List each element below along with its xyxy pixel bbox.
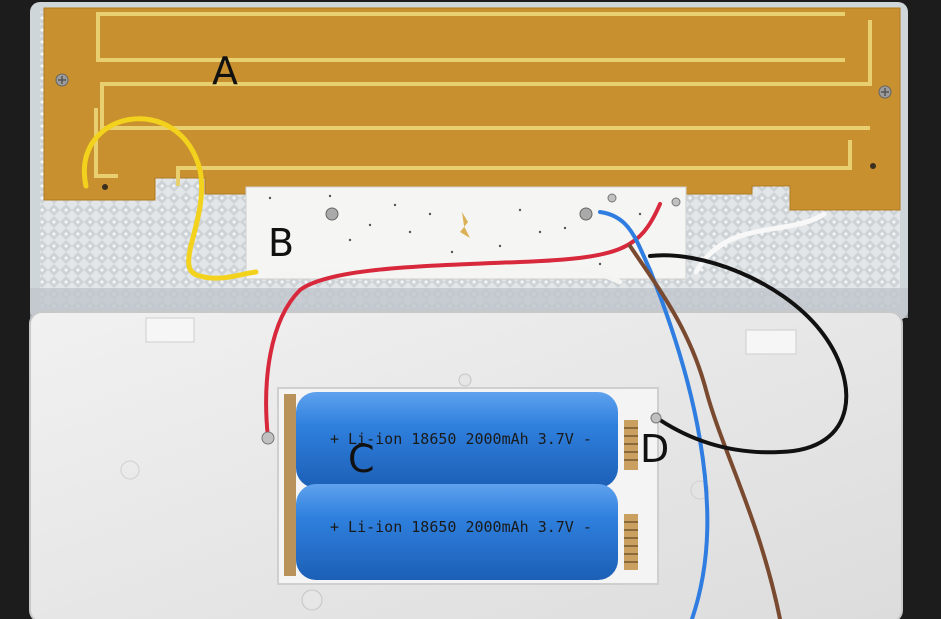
battery-terminal-positive (261, 431, 275, 445)
pcb-screw-left (325, 207, 339, 221)
top-lid (30, 2, 908, 320)
battery-cell-bottom (296, 484, 618, 580)
case-tab-right (745, 329, 797, 355)
wire-brown (628, 244, 782, 619)
battery-terminal-negative (650, 412, 662, 424)
case-post-bottom (301, 589, 323, 611)
bottom-case: + Li-ion 18650 2000mAh 3.7V - + Li-ion 1… (29, 311, 903, 619)
wire-yellow (81, 116, 259, 281)
pcb-terminal-2 (671, 197, 681, 207)
battery-label-bottom: + Li-ion 18650 2000mAh 3.7V - (330, 518, 592, 536)
battery-cell-top (296, 392, 618, 488)
label-c: C (348, 437, 375, 481)
wire-white-pcb (265, 265, 623, 285)
wire-blue (598, 210, 710, 619)
label-d: D (640, 427, 669, 471)
case-mark (120, 460, 140, 480)
pcb-holes (268, 194, 642, 266)
label-a: A (212, 49, 238, 93)
heater-traces (94, 12, 872, 186)
label-b: B (268, 221, 294, 265)
battery-label-top: + Li-ion 18650 2000mAh 3.7V - (330, 430, 592, 448)
spring-bottom (624, 514, 638, 570)
wire-black (648, 253, 849, 455)
pcb-terminal-1 (607, 193, 617, 203)
case-post (458, 373, 472, 387)
pcb-screw-right (579, 207, 593, 221)
wires (81, 116, 849, 619)
holder-contact-left (284, 394, 296, 576)
case-tab-left (145, 317, 195, 343)
spring-coils (624, 427, 638, 563)
case-mark-2 (690, 480, 710, 500)
screws (55, 73, 892, 190)
wire-red (264, 202, 662, 440)
solder-residue (460, 212, 470, 238)
